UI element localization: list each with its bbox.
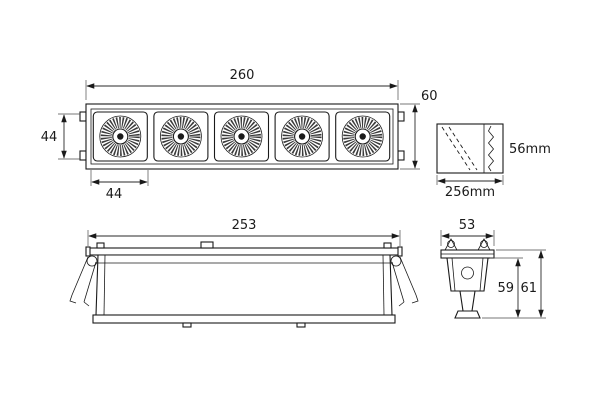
dim-label-44-side: 44: [41, 130, 58, 145]
end-lamp-detail: [461, 266, 474, 280]
dimension-59: 59: [482, 257, 546, 319]
dim-label-253: 253: [232, 218, 257, 233]
dimension-56mm: 56mm: [509, 142, 551, 157]
end-cup: [446, 257, 489, 292]
center-bracket: [200, 241, 214, 249]
mount-tab: [397, 150, 405, 161]
spring-left: [69, 255, 98, 307]
led-module-1: [93, 112, 147, 161]
profile-view: [436, 123, 504, 174]
end-stem: [459, 290, 476, 312]
end-spring-right: [476, 238, 492, 253]
dimension-53: 53: [440, 218, 495, 246]
spring-anchor: [96, 242, 105, 249]
dim-label-60: 60: [421, 89, 438, 104]
led-module-5: [336, 112, 390, 161]
profile-outline: [436, 123, 504, 174]
mount-tab: [397, 111, 405, 122]
dimension-253: 253: [87, 218, 401, 246]
end-spring-left: [443, 238, 459, 253]
led-module-2: [154, 112, 208, 161]
top-view: [79, 103, 405, 170]
trim-bar: [87, 247, 401, 256]
end-foot: [454, 310, 481, 319]
dimension-260: 260: [85, 68, 399, 100]
profile-break-line: [487, 125, 495, 172]
spring-anchor: [383, 242, 392, 249]
dim-label-61: 61: [520, 281, 537, 296]
profile-hidden-line: [441, 126, 471, 171]
front-view: [69, 241, 419, 328]
profile-hidden-line: [448, 126, 478, 171]
dimension-61: 61: [496, 249, 546, 318]
led-module-4: [275, 112, 329, 161]
dim-label-256mm: 256mm: [445, 185, 495, 200]
dim-label-53: 53: [459, 218, 476, 233]
dimension-44-module: 44: [90, 170, 149, 202]
dim-label-59: 59: [497, 281, 514, 296]
dimension-44-side: 44: [41, 113, 80, 160]
housing-body: [95, 254, 393, 316]
dim-label-56mm: 56mm: [509, 142, 551, 157]
dimension-60: 60: [400, 89, 438, 170]
dim-label-44-module: 44: [106, 187, 123, 202]
mount-tab: [79, 150, 87, 161]
dim-label-260: 260: [230, 68, 255, 83]
led-module-3: [215, 112, 269, 161]
dimension-256mm: 256mm: [436, 175, 504, 200]
fixture-inner-frame: [90, 108, 394, 165]
end-view: [440, 238, 495, 319]
mount-tab: [79, 111, 87, 122]
spring-right: [390, 255, 419, 307]
housing-base: [92, 314, 396, 324]
